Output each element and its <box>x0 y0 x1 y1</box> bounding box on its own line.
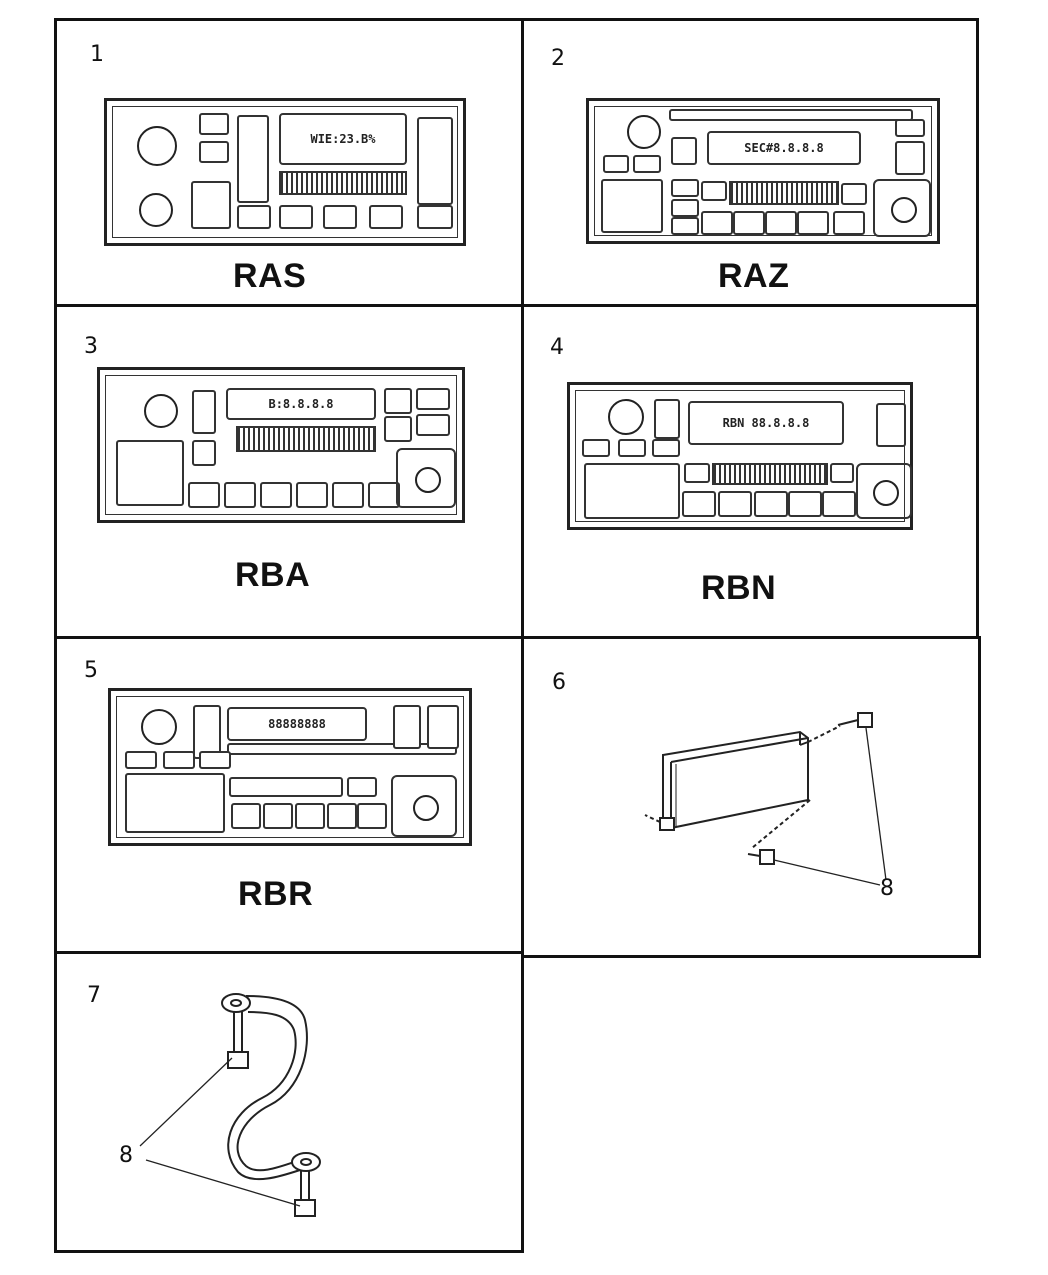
radio-rbn-display: RBN 88.8.8.8 <box>688 401 844 445</box>
callout-leader-lines <box>139 1057 301 1207</box>
radio-rbr-display: 88888888 <box>227 707 367 741</box>
callout-leader-lines <box>773 727 887 886</box>
bolt-icon <box>644 712 873 865</box>
item-number-6: 6 <box>552 670 566 695</box>
volume-knob-icon <box>144 394 178 428</box>
dpad-icon <box>856 463 912 519</box>
radio-rbr-illustration: 88888888 <box>108 688 472 846</box>
cell-7 <box>54 951 524 1253</box>
volume-knob-icon <box>608 399 644 435</box>
model-label-rbn: RBN <box>701 569 777 607</box>
radio-rba-display: B:8.8.8.8 <box>226 388 376 420</box>
cell-6 <box>521 636 981 958</box>
item-number-4: 4 <box>550 335 564 360</box>
radio-raz-illustration: SEC#8.8.8.8 <box>586 98 940 244</box>
dpad-icon <box>391 775 457 837</box>
model-label-rbr: RBR <box>238 875 314 913</box>
volume-knob-icon <box>627 115 661 149</box>
callout-number-8: 8 <box>880 876 894 901</box>
item-number-1: 1 <box>90 42 104 67</box>
volume-knob-icon <box>137 126 177 166</box>
dpad-icon <box>396 448 456 508</box>
callout-number-8: 8 <box>119 1143 133 1168</box>
item-number-5: 5 <box>84 658 98 683</box>
item-number-2: 2 <box>551 46 565 71</box>
ground-strap-icon <box>221 993 321 1217</box>
dpad-icon <box>873 179 931 237</box>
radio-rbn-illustration: RBN 88.8.8.8 <box>567 382 913 530</box>
item-number-7: 7 <box>87 983 101 1008</box>
radio-raz-display: SEC#8.8.8.8 <box>707 131 861 165</box>
model-label-ras: RAS <box>233 257 307 295</box>
radio-ras-display: WIE:23.B% <box>279 113 407 165</box>
tune-knob-icon <box>139 193 173 227</box>
item-number-3: 3 <box>84 334 98 359</box>
mounting-bracket-icon <box>659 730 809 831</box>
radio-ras-illustration: WIE:23.B% <box>104 98 466 246</box>
model-label-rba: RBA <box>235 556 311 594</box>
radio-rba-illustration: B:8.8.8.8 <box>97 367 465 523</box>
volume-knob-icon <box>141 709 177 745</box>
model-label-raz: RAZ <box>718 257 790 295</box>
